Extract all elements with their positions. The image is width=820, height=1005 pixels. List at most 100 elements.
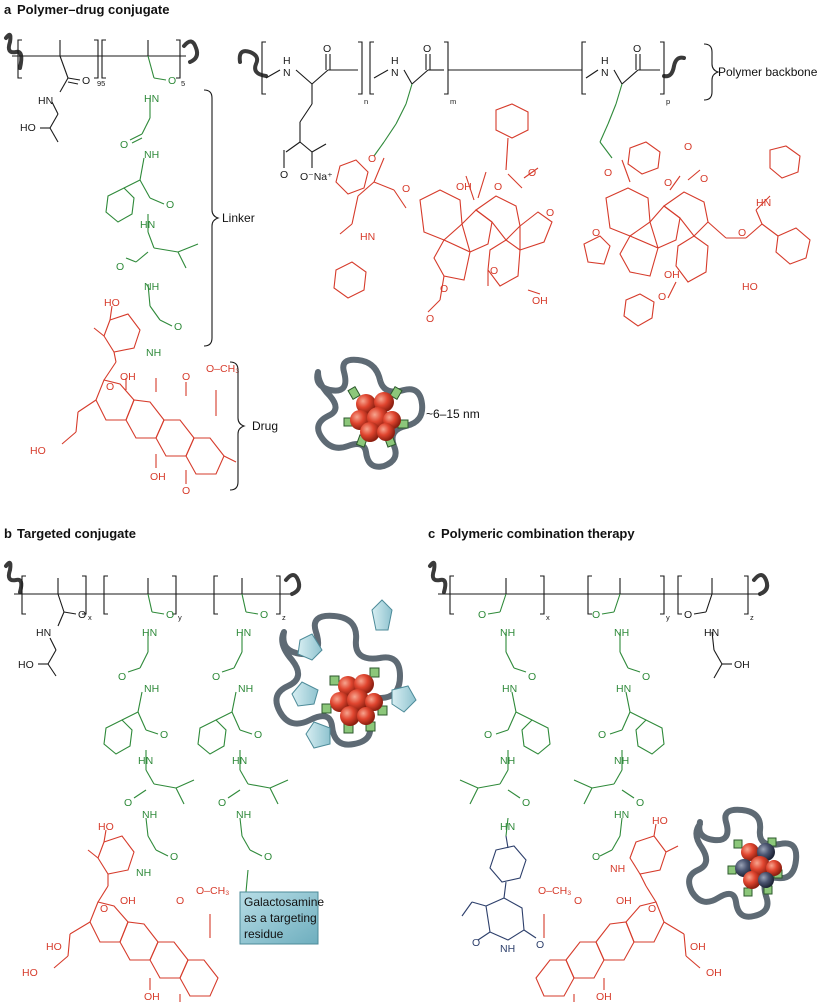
gflg-linker-drug [573,593,665,857]
panel-c-title: Polymeric combination therapy [441,526,635,541]
atom-hn: HN [614,809,629,821]
atom-o: O [490,265,498,277]
targeting-label-line1: Galactosamine [244,895,324,909]
atom-o: O [323,43,331,55]
atom-o: O [522,797,530,809]
atom-nh: NH [144,281,159,293]
atom-o: O [166,609,174,621]
atom-o: O [260,609,268,621]
atom-oh: OH [150,471,166,483]
particle-size-label: ~6–15 nm [426,407,480,421]
atom-och3: O–CH₃ [206,363,239,375]
atom-och3: O–CH₃ [538,885,571,897]
polymer-chain-end-left [237,49,268,78]
conjugate-particle-icon [314,356,426,470]
subscript-p: p [666,97,670,106]
panel-a-letter: a [4,2,12,17]
glutamate-ester-linker [373,83,623,159]
atom-hn: HN [500,821,515,833]
atom-oh: OH [616,895,632,907]
panel-b-letter: b [4,526,12,541]
atom-ho: HO [98,821,114,833]
atom-o: O [168,75,176,87]
atom-oh: OH [734,659,750,671]
atom-o: O [528,167,536,179]
panel-b: b Targeted conjugate x y z O HN HO O [4,526,417,1003]
atom-n: N [601,67,609,79]
atom-o: O [368,153,376,165]
atom-ho: HO [22,967,38,979]
atom-o: O [684,609,692,621]
paclitaxel-left [333,103,553,313]
atom-nh: NH [610,863,625,875]
polymer-chain-end-left [4,32,24,70]
atom-oh: OH [596,991,612,1003]
targeting-label-line2: as a targeting [244,911,317,925]
atom-o: O [82,75,90,87]
atom-o: O [182,485,190,497]
atom-o: O [484,729,492,741]
sodium-carboxylate: O⁻Na⁺ [300,171,333,183]
drug-brace [229,361,246,491]
polymer-chain-end-right [752,573,770,596]
subscript-n: n [364,97,368,106]
atom-o: O [106,381,114,393]
atom-ho: HO [104,297,120,309]
panel-c-letter: c [428,526,435,541]
subscript-z: z [282,613,286,622]
atom-o: O [120,139,128,151]
atom-och3: O–CH₃ [196,885,229,897]
combination-particle-icon [686,806,800,920]
atom-oh: OH [664,269,680,281]
atom-o: O [78,609,86,621]
atom-oh: OH [532,295,548,307]
atom-ho: HO [30,445,46,457]
atom-o: O [494,181,502,193]
hpma-backbone [438,575,760,679]
hpma-backbone [12,39,186,79]
targeting-residue-box [239,891,319,945]
atom-o: O [536,939,544,951]
atom-nh: NH [500,755,515,767]
backbone-label: Polymer backbone [718,65,818,79]
linker-label: Linker [222,211,255,225]
atom-hn: HN [140,219,155,231]
atom-o: O [170,851,178,863]
doxorubicin-drug [535,823,701,1002]
gflg-linker-targeting [197,593,289,893]
atom-h: H [391,55,399,67]
atom-o: O [636,797,644,809]
subscript-m: m [450,97,456,106]
atom-hn: HN [36,627,51,639]
atom-o: O [264,851,272,863]
atom-n: N [283,67,291,79]
atom-o: O [254,729,262,741]
aminoglutethimide-drug [461,835,537,941]
atom-o: O [100,903,108,915]
atom-o: O [182,371,190,383]
polymer-chain-end-right [662,55,686,79]
gflg-linker-aminoglutethimide [459,593,551,837]
atom-o: O [426,313,434,325]
atom-o: O [658,291,666,303]
atom-oh: OH [456,181,472,193]
atom-o: O [118,671,126,683]
doxorubicin-drug [53,829,219,1002]
atom-o: O [440,283,448,295]
atom-oh: OH [120,895,136,907]
atom-o: O [592,227,600,239]
atom-o: O [280,169,288,181]
atom-nh: NH [144,683,159,695]
atom-ho: HO [652,815,668,827]
atom-n: N [391,67,399,79]
atom-o: O [218,797,226,809]
hpma-backbone [14,575,290,677]
atom-o: O [124,797,132,809]
polymer-chain-end-right [284,573,302,596]
atom-nh: NH [500,943,515,955]
gflg-linker-drug [103,593,195,857]
polymer-chain-end-left [428,560,448,594]
backbone-brace [703,43,720,101]
atom-o: O [738,227,746,239]
